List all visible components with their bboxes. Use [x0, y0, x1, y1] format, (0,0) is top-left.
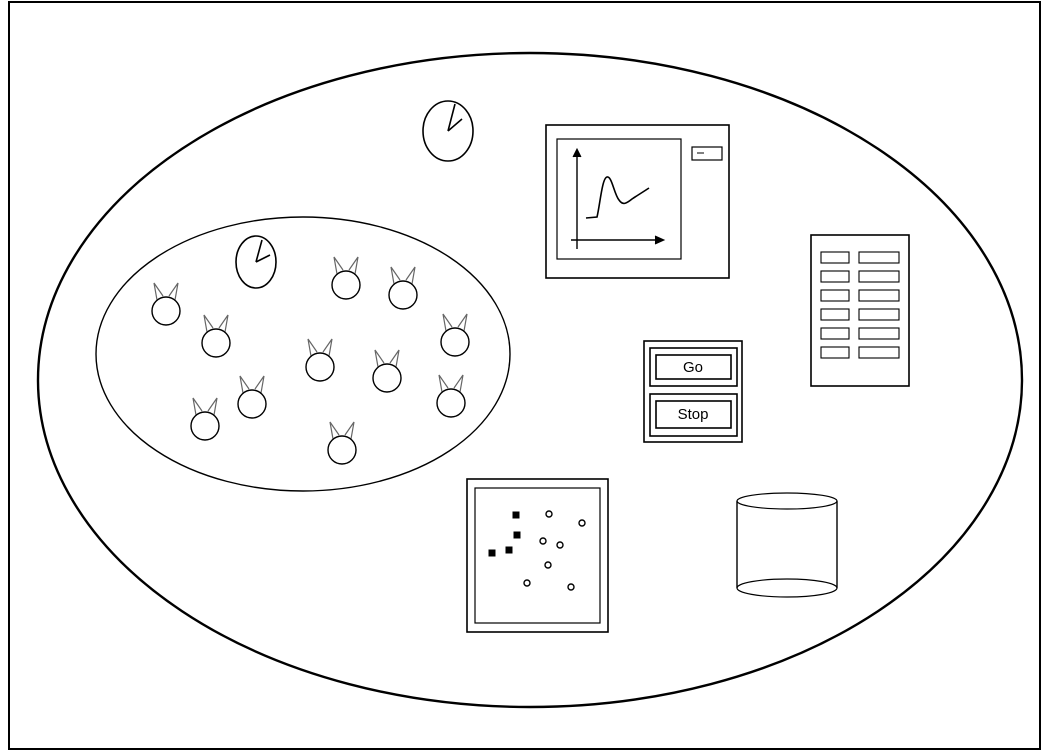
scatter-square-point	[488, 549, 496, 557]
line-chart-icon	[571, 147, 666, 249]
scatter-circle-point	[556, 541, 564, 549]
table-cell	[820, 251, 850, 264]
table-cell	[820, 327, 850, 340]
stop-button-label: Stop	[678, 406, 709, 423]
scatter-circle-point	[545, 510, 553, 518]
rabbit-icon	[201, 314, 231, 358]
rabbit-icon	[305, 338, 335, 382]
table-cell	[858, 346, 900, 359]
rabbit-icon	[388, 266, 418, 310]
table-cell	[820, 270, 850, 283]
rabbit-icon	[151, 282, 181, 326]
scatter-plot-icon	[466, 478, 609, 633]
table-cell	[858, 270, 900, 283]
table-cell	[858, 251, 900, 264]
population-clock-icon	[235, 235, 277, 289]
scatter-circle-point	[578, 519, 586, 527]
rabbit-icon	[372, 349, 402, 393]
go-button-label: Go	[683, 359, 703, 376]
rabbit-icon	[331, 256, 361, 300]
table-cell	[820, 346, 850, 359]
table-cell	[820, 308, 850, 321]
table-icon	[810, 234, 910, 387]
scatter-circle-point	[523, 579, 531, 587]
rabbit-icon	[237, 375, 267, 419]
scatter-circle-point	[544, 561, 552, 569]
stop-button[interactable]: Stop	[649, 393, 738, 437]
rabbit-icon	[436, 374, 466, 418]
line-chart-monitor	[545, 124, 730, 279]
control-panel: Go Stop	[643, 340, 743, 443]
environment-ellipse	[36, 51, 1024, 709]
scatter-square-point	[513, 531, 521, 539]
table-cell	[858, 289, 900, 302]
rabbit-icon	[190, 397, 220, 441]
scatter-square-point	[505, 546, 513, 554]
diagram-frame	[8, 1, 1041, 750]
table-cell	[858, 327, 900, 340]
table-cell	[820, 289, 850, 302]
global-clock-icon	[422, 100, 474, 162]
table-cell	[858, 308, 900, 321]
chart-monitor-field	[691, 146, 723, 161]
population-ellipse	[95, 216, 511, 492]
rabbit-icon	[327, 421, 357, 465]
rabbit-icon	[440, 313, 470, 357]
scatter-square-point	[512, 511, 520, 519]
go-button[interactable]: Go	[649, 347, 738, 387]
rabbit-agents	[151, 256, 470, 465]
database-cylinder-icon	[736, 492, 838, 598]
scatter-circle-point	[539, 537, 547, 545]
scatter-circle-point	[567, 583, 575, 591]
